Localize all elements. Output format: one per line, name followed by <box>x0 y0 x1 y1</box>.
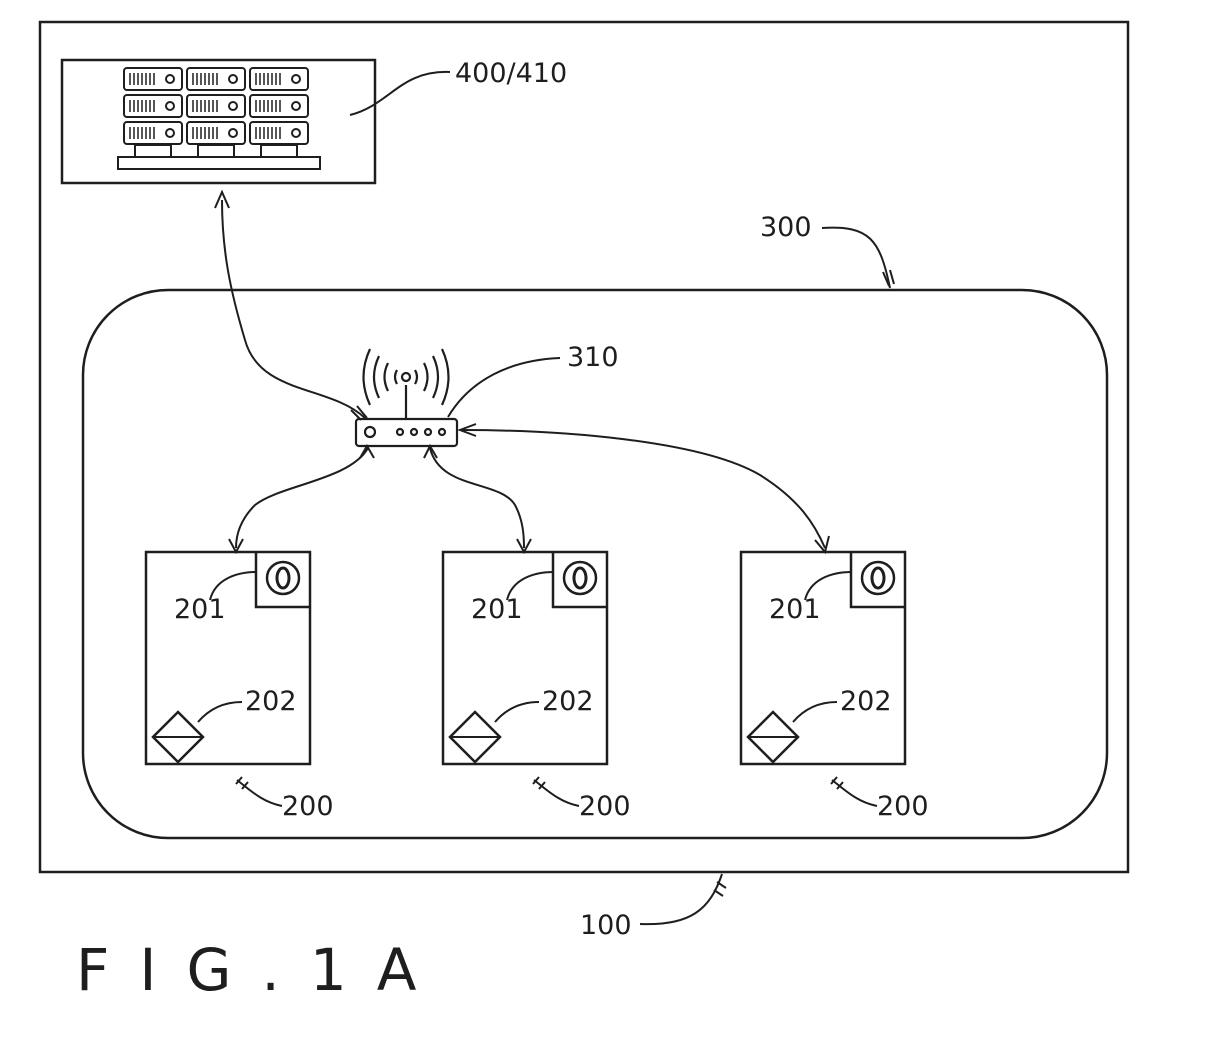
system-boundary <box>40 22 1128 872</box>
link-router-device-b <box>430 448 524 548</box>
router-label: 310 <box>567 342 619 373</box>
device-a-label: 200 <box>282 791 334 822</box>
server-block <box>62 60 375 183</box>
system-label: 100 <box>580 910 632 941</box>
device-a-sensor-label: 201 <box>174 594 226 625</box>
link-router-device-c <box>462 430 825 548</box>
diamond-icon <box>748 712 798 762</box>
device-c-label: 200 <box>877 791 929 822</box>
device-a: 201 202 <box>146 552 310 764</box>
device-c: 201 202 <box>741 552 905 764</box>
figure-caption: FIG.1A <box>76 936 446 1004</box>
circle-o-icon <box>862 562 894 594</box>
device-b: 201 202 <box>443 552 607 764</box>
device-c-indicator-label: 202 <box>840 686 892 717</box>
device-c-sensor-label: 201 <box>769 594 821 625</box>
wireless-router-icon <box>356 349 457 446</box>
device-b-sensor-label: 201 <box>471 594 523 625</box>
server-rack-icon <box>118 68 320 169</box>
link-router-server <box>222 200 365 418</box>
device-a-indicator-label: 202 <box>245 686 297 717</box>
diamond-icon <box>153 712 203 762</box>
circle-o-icon <box>267 562 299 594</box>
circle-o-icon <box>564 562 596 594</box>
device-b-label: 200 <box>579 791 631 822</box>
link-router-device-a <box>236 448 368 548</box>
network-label: 300 <box>760 212 812 243</box>
device-b-indicator-label: 202 <box>542 686 594 717</box>
diamond-icon <box>450 712 500 762</box>
server-label: 400/410 <box>455 58 567 89</box>
